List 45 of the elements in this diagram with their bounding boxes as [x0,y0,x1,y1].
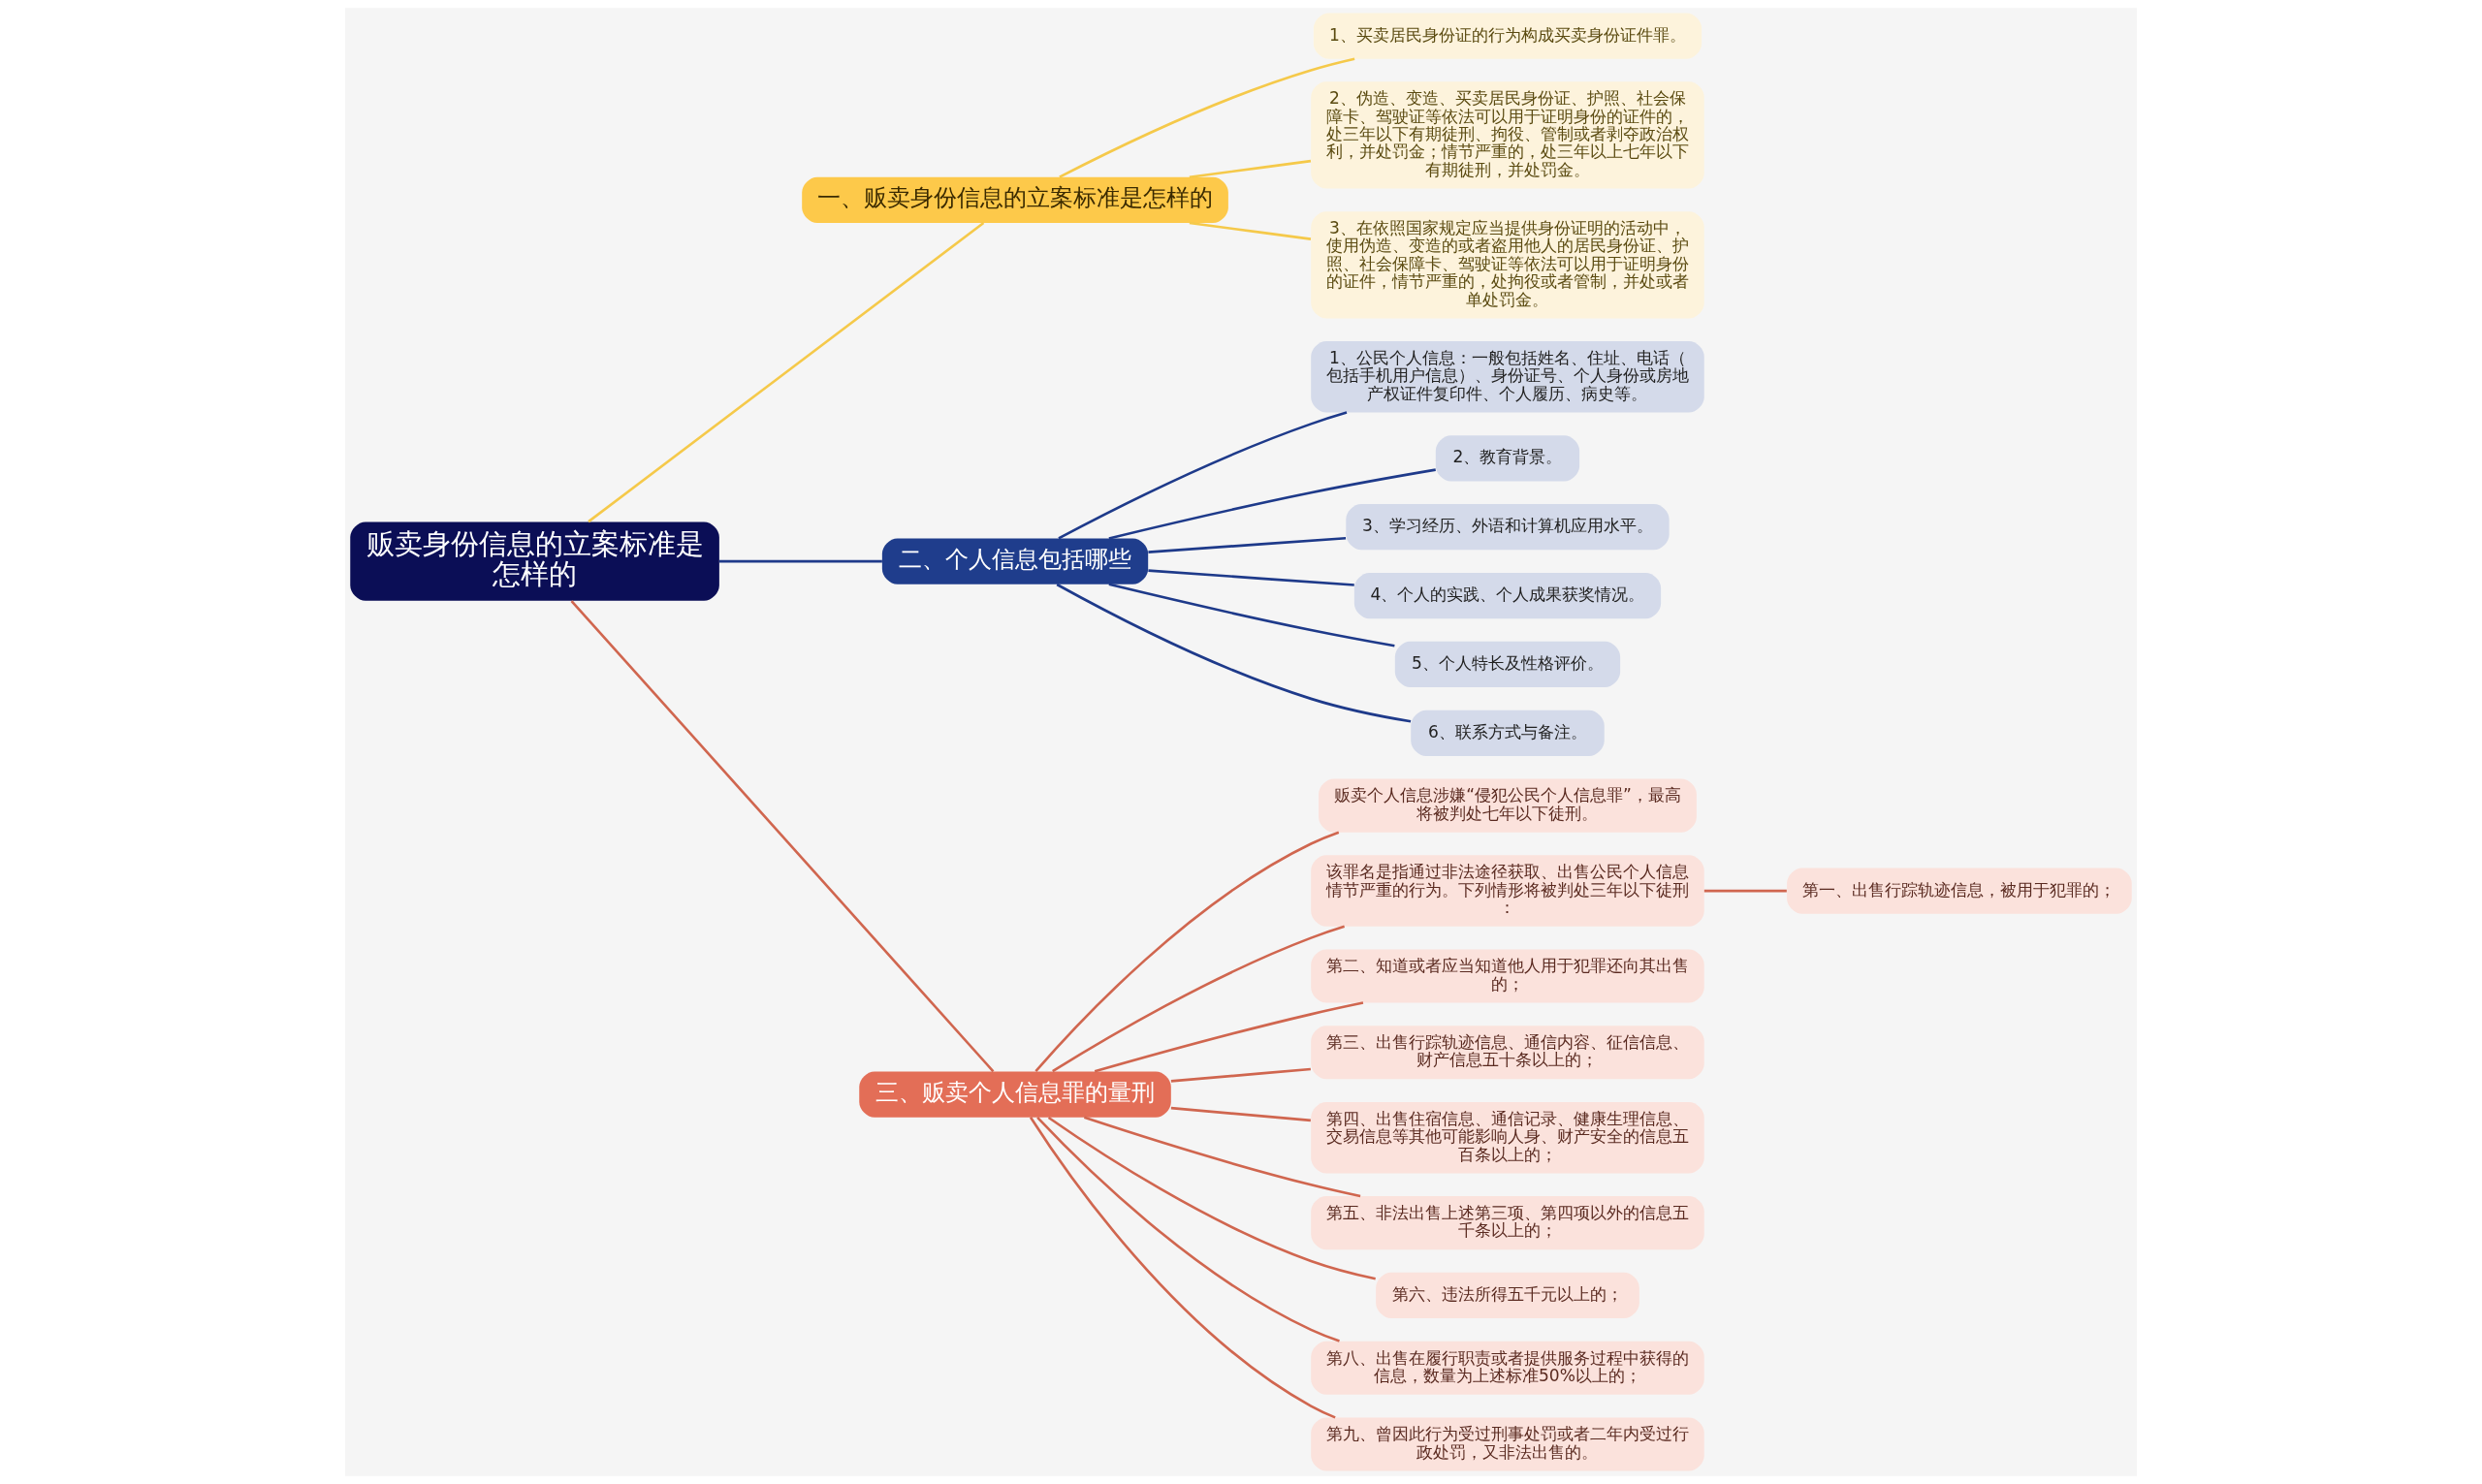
node-box: 该罪名是指通过非法途径获取、出售公民个人信息情节严重的行为。下列情形将被判处三年以下徒刑： [1311,855,1704,927]
connector [1148,569,1354,586]
connector [1108,468,1436,540]
connector [1094,1001,1364,1073]
node-box: 二、个人信息包括哪些 [881,538,1149,584]
connector [1056,583,1412,723]
connector [1108,583,1395,647]
node-box: 3、学习经历、外语和计算机应用水平。 [1346,504,1670,551]
node-box: 3、在依照国家规定应当提供身份证明的活动中，使用伪造、变造的或者盗用他人的居民身份证、护照、社会保障卡、驾驶证等依法可以用于证明身份的证件，情节严重的，处拘役或者管制，并处或者单处罚金。 [1311,211,1704,319]
connector [1703,889,1787,893]
node-box: 第二、知道或者应当知道他人用于犯罪还向其出售的； [1311,949,1704,1003]
node-box: 贩卖身份信息的立案标准是怎样的 [350,521,719,601]
connector [1052,925,1346,1073]
connector [588,222,985,523]
node-box: 第八、出售在履行职责或者提供服务过程中获得的信息，数量为上述标准50%以上的； [1311,1341,1704,1395]
connector [1170,1106,1311,1122]
connector [1083,1116,1361,1198]
node-box: 第四、出售住宿信息、通信记录、健康生理信息、交易信息等其他可能影响人身、财产安全的信息五百条以上的； [1311,1101,1704,1174]
node-box: 6、联系方式与备注。 [1411,710,1605,756]
node-box: 4、个人的实践、个人成果获奖情况。 [1353,572,1662,619]
node-box: 三、贩卖个人信息罪的量刑 [859,1071,1171,1118]
connector [1059,57,1355,178]
connector [1189,159,1312,179]
connector [719,559,882,563]
connector [1058,411,1348,540]
connector [1170,1067,1311,1083]
node-box: 第三、出售行踪轨迹信息、通信内容、征信信息、财产信息五十条以上的； [1311,1026,1704,1080]
node-box: 贩卖个人信息涉嫌“侵犯公民个人信息罪”，最高将被判处七年以下徒刑。 [1319,778,1697,833]
connector [570,600,995,1073]
connector [1034,831,1340,1073]
connector [1029,1117,1336,1419]
node-box: 一、贩卖身份信息的立案标准是怎样的 [802,176,1228,223]
node-box: 第九、曾因此行为受过刑事处罚或者二年内受过行政处罚，又非法出售的。 [1311,1417,1704,1471]
node-box: 5、个人特长及性格评价。 [1394,641,1621,688]
connector [1047,1116,1376,1280]
connector [1036,1117,1340,1342]
node-box: 2、伪造、变造、买卖居民身份证、护照、社会保障卡、驾驶证等依法可以用于证明身份的证件的，处三年以下有期徒刑、拘役、管制或者剥夺政治权利，并处罚金；情节严重的，处三年以上七年以下有期徒刑，并处罚金。 [1311,81,1704,189]
node-box: 1、买卖居民身份证的行为构成买卖身份证件罪。 [1313,13,1702,59]
node-box: 1、公民个人信息：一般包括姓名、住址、电话（包括手机用户信息）、身份证号、个人身份或房地产权证件复印件、个人履历、病史等。 [1311,341,1704,413]
connector [1189,221,1312,240]
node-box: 第六、违法所得五千元以上的； [1376,1272,1639,1319]
node-box: 第五、非法出售上述第三项、第四项以外的信息五千条以上的； [1311,1196,1704,1250]
node-box: 2、教育背景。 [1435,435,1580,482]
connector [1148,537,1347,553]
node-box: 第一、出售行踪轨迹信息，被用于犯罪的； [1787,868,2132,914]
